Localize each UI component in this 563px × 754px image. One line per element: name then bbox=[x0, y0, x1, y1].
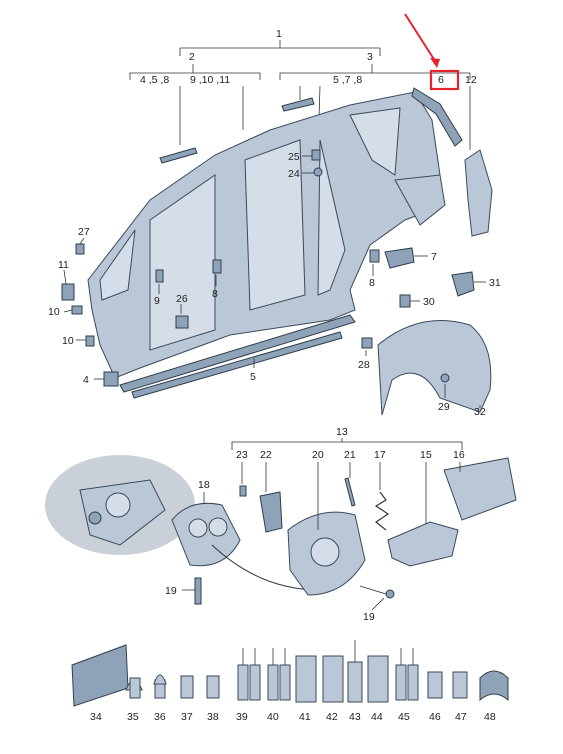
callout-19-right: 19 bbox=[363, 611, 375, 623]
small-parts-row bbox=[71, 640, 509, 707]
group-label-2: 2 bbox=[189, 51, 195, 63]
callout-9: 9 bbox=[154, 295, 160, 307]
callout-4: 4 bbox=[83, 374, 89, 386]
group-label-1: 1 bbox=[276, 28, 282, 40]
callout-48: 48 bbox=[484, 711, 496, 723]
callout-8-right: 8 bbox=[369, 277, 375, 289]
fuel-filler-callouts: 23 22 20 21 17 15 16 18 19 19 bbox=[165, 449, 465, 623]
group-label-5-7-8: 5 ,7 ,8 bbox=[333, 74, 362, 86]
wheel-housing-liner bbox=[377, 320, 492, 416]
callout-10-lower: 10 bbox=[62, 335, 74, 347]
callout-28: 28 bbox=[358, 359, 370, 371]
callout-7: 7 bbox=[431, 251, 437, 263]
callout-5: 5 bbox=[250, 371, 256, 383]
callout-34: 34 bbox=[90, 711, 102, 723]
group-brackets: 1 2 3 4 ,5 ,8 9 ,10 ,11 5 ,7 ,8 6 12 bbox=[129, 28, 477, 151]
callout-18: 18 bbox=[198, 479, 210, 491]
callout-20: 20 bbox=[312, 449, 324, 461]
callout-42: 42 bbox=[326, 711, 338, 723]
callout-21: 21 bbox=[344, 449, 356, 461]
callout-16: 16 bbox=[453, 449, 465, 461]
callout-22: 22 bbox=[260, 449, 272, 461]
callout-32: 32 bbox=[474, 406, 486, 418]
callout-27: 27 bbox=[78, 226, 90, 238]
callout-11: 11 bbox=[58, 259, 69, 271]
callout-36: 36 bbox=[154, 711, 166, 723]
callout-40: 40 bbox=[267, 711, 279, 723]
callout-19-left: 19 bbox=[165, 585, 177, 597]
group-label-3: 3 bbox=[367, 51, 373, 63]
group-label-4-5-8: 4 ,5 ,8 bbox=[140, 74, 169, 86]
group-label-9-10-11: 9 ,10 ,11 bbox=[190, 74, 230, 86]
group-label-13: 13 bbox=[336, 426, 348, 438]
highlight-box bbox=[429, 69, 460, 91]
callout-31: 31 bbox=[489, 277, 501, 289]
callout-44: 44 bbox=[371, 711, 383, 723]
group-label-6: 6 bbox=[438, 74, 444, 86]
callout-45: 45 bbox=[398, 711, 410, 723]
callout-29: 29 bbox=[438, 401, 450, 413]
callout-30: 30 bbox=[423, 296, 435, 308]
callout-24: 24 bbox=[288, 168, 300, 180]
callout-10-upper: 10 bbox=[48, 306, 60, 318]
callout-39: 39 bbox=[236, 711, 248, 723]
callout-37: 37 bbox=[181, 711, 193, 723]
callout-17: 17 bbox=[374, 449, 386, 461]
callout-35: 35 bbox=[127, 711, 139, 723]
fuel-filler-drawing bbox=[45, 455, 517, 605]
callout-26: 26 bbox=[176, 293, 188, 305]
highlight-marker bbox=[404, 13, 460, 91]
callout-15: 15 bbox=[420, 449, 432, 461]
callout-8-left: 8 bbox=[212, 288, 218, 300]
callout-43: 43 bbox=[349, 711, 361, 723]
callout-38: 38 bbox=[207, 711, 219, 723]
callout-25: 25 bbox=[288, 151, 300, 163]
callout-47: 47 bbox=[455, 711, 467, 723]
callout-23: 23 bbox=[236, 449, 248, 461]
highlight-arrow bbox=[404, 13, 438, 65]
group-label-12: 12 bbox=[465, 74, 477, 86]
group-13-bracket: 13 bbox=[231, 426, 463, 450]
side-panel-drawing bbox=[87, 91, 446, 399]
upper-clips bbox=[61, 87, 493, 387]
callout-41: 41 bbox=[299, 711, 311, 723]
callout-46: 46 bbox=[429, 711, 441, 723]
upper-callouts: 25 24 27 11 10 9 26 8 7 8 30 31 10 4 5 2… bbox=[48, 151, 501, 418]
small-parts-callouts: 34 35 36 37 38 39 40 41 42 43 44 45 46 4… bbox=[90, 711, 496, 723]
arrow-head-icon bbox=[430, 58, 440, 68]
